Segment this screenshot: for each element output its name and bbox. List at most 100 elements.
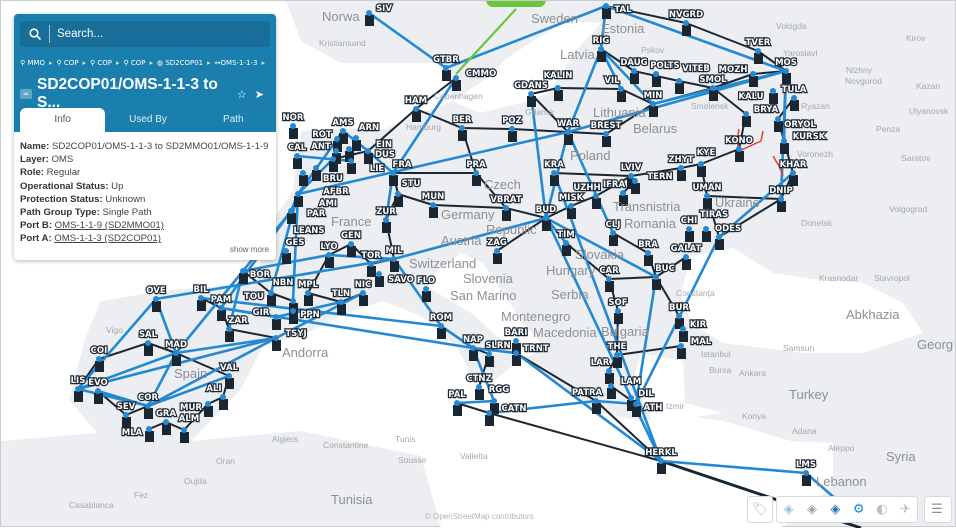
- node-label[interactable]: PAR: [306, 208, 327, 220]
- node-anchor[interactable]: [593, 193, 599, 199]
- node-anchor[interactable]: [653, 71, 659, 77]
- layers-gray-icon[interactable]: ◈: [806, 502, 817, 517]
- node-label[interactable]: CHI: [680, 215, 699, 227]
- node-label[interactable]: KYE: [696, 147, 717, 159]
- menu-button[interactable]: ☰: [924, 496, 952, 523]
- node-anchor[interactable]: [348, 158, 354, 164]
- node-label[interactable]: TOR: [360, 250, 382, 262]
- node-label[interactable]: LAM: [620, 376, 643, 388]
- network-node[interactable]: [685, 226, 694, 242]
- node-anchor[interactable]: [680, 326, 686, 332]
- node-site-icon[interactable]: [493, 253, 502, 264]
- node-label[interactable]: ZHYT: [667, 154, 695, 166]
- node-anchor[interactable]: [555, 85, 561, 91]
- node-label[interactable]: LAR: [590, 357, 611, 369]
- node-label[interactable]: MLA: [121, 427, 144, 439]
- network-node[interactable]: [567, 203, 576, 219]
- node-site-icon[interactable]: [204, 406, 213, 417]
- node-anchor[interactable]: [568, 203, 574, 209]
- node-label[interactable]: RGG: [488, 384, 511, 396]
- network-node[interactable]: [364, 148, 373, 164]
- node-label[interactable]: MOS: [774, 57, 798, 69]
- node-label[interactable]: ODES: [714, 223, 743, 235]
- node-site-icon[interactable]: [709, 90, 718, 101]
- network-node[interactable]: [614, 308, 623, 324]
- node-label[interactable]: TIM: [556, 229, 576, 241]
- network-node[interactable]: [204, 401, 213, 417]
- node-label[interactable]: KALIN: [542, 70, 573, 82]
- node-site-icon[interactable]: [325, 257, 334, 268]
- node-label[interactable]: TVER: [744, 37, 772, 49]
- node-site-icon[interactable]: [617, 91, 626, 102]
- node-site-icon[interactable]: [742, 116, 751, 127]
- network-node[interactable]: [287, 208, 296, 224]
- network-node[interactable]: [197, 295, 206, 311]
- network-node[interactable]: [617, 86, 626, 102]
- network-node[interactable]: [644, 250, 653, 266]
- network-node[interactable]: [490, 398, 499, 414]
- tab-used-by[interactable]: Used By: [129, 114, 167, 125]
- node-site-icon[interactable]: [364, 153, 373, 164]
- node-anchor[interactable]: [783, 68, 789, 74]
- node-label[interactable]: BREST: [589, 120, 622, 132]
- network-node[interactable]: [527, 91, 536, 107]
- breadcrumb-item[interactable]: ◍ SD2COP01: [156, 59, 204, 67]
- node-label[interactable]: TSYJ: [284, 328, 308, 340]
- breadcrumb-item[interactable]: ↔OMS-1-1-3: [214, 59, 258, 67]
- node-anchor[interactable]: [300, 170, 306, 176]
- node-label[interactable]: IFRA: [602, 179, 627, 191]
- node-site-icon[interactable]: [367, 266, 376, 277]
- node-label[interactable]: ORYOL: [783, 119, 818, 131]
- node-label[interactable]: UMAN: [691, 182, 722, 194]
- network-node[interactable]: [272, 335, 281, 351]
- network-node[interactable]: [225, 373, 234, 389]
- node-anchor[interactable]: [273, 335, 279, 341]
- node-site-icon[interactable]: [802, 475, 811, 486]
- network-node[interactable]: [749, 71, 758, 87]
- node-label[interactable]: MIL: [384, 245, 404, 257]
- node-anchor[interactable]: [618, 86, 624, 92]
- node-label[interactable]: LIS: [69, 375, 86, 387]
- network-node[interactable]: [780, 138, 789, 154]
- node-label[interactable]: NVGRD: [668, 9, 705, 21]
- network-node[interactable]: [272, 314, 281, 330]
- network-node[interactable]: [367, 261, 376, 277]
- node-site-icon[interactable]: [627, 400, 636, 411]
- node-label[interactable]: GRA: [155, 408, 178, 420]
- node-anchor[interactable]: [273, 314, 279, 320]
- node-site-icon[interactable]: [777, 201, 786, 212]
- tab-path[interactable]: Path: [223, 114, 244, 125]
- node-site-icon[interactable]: [347, 163, 356, 174]
- layers-active-icon[interactable]: ◈: [830, 502, 841, 517]
- network-node[interactable]: [627, 395, 636, 411]
- node-site-icon[interactable]: [550, 175, 559, 186]
- network-node[interactable]: [597, 46, 606, 62]
- network-node[interactable]: [289, 308, 298, 324]
- node-anchor[interactable]: [153, 296, 159, 302]
- node-label[interactable]: HERKL: [644, 447, 678, 459]
- node-anchor[interactable]: [96, 356, 102, 362]
- node-site-icon[interactable]: [735, 151, 744, 162]
- node-label[interactable]: TRNT: [522, 343, 550, 355]
- node-label[interactable]: UZHH: [572, 182, 602, 194]
- node-anchor[interactable]: [509, 126, 515, 132]
- node-label[interactable]: GALAT: [669, 243, 702, 255]
- node-label[interactable]: ZAR: [227, 315, 249, 327]
- node-anchor[interactable]: [593, 398, 599, 404]
- node-site-icon[interactable]: [619, 195, 628, 206]
- network-node[interactable]: [472, 170, 481, 186]
- node-label[interactable]: KHAR: [778, 159, 808, 171]
- network-node[interactable]: [630, 68, 639, 84]
- network-node[interactable]: [602, 131, 611, 147]
- node-anchor[interactable]: [220, 394, 226, 400]
- node-site-icon[interactable]: [597, 51, 606, 62]
- network-node[interactable]: [512, 350, 521, 366]
- node-site-icon[interactable]: [592, 403, 601, 414]
- network-node[interactable]: [607, 383, 616, 399]
- node-anchor[interactable]: [365, 148, 371, 154]
- contrast-icon[interactable]: ◐: [876, 502, 888, 517]
- node-label[interactable]: VBRAT: [489, 194, 523, 206]
- node-site-icon[interactable]: [412, 111, 421, 122]
- network-node[interactable]: [144, 403, 153, 419]
- network-node[interactable]: [304, 290, 313, 306]
